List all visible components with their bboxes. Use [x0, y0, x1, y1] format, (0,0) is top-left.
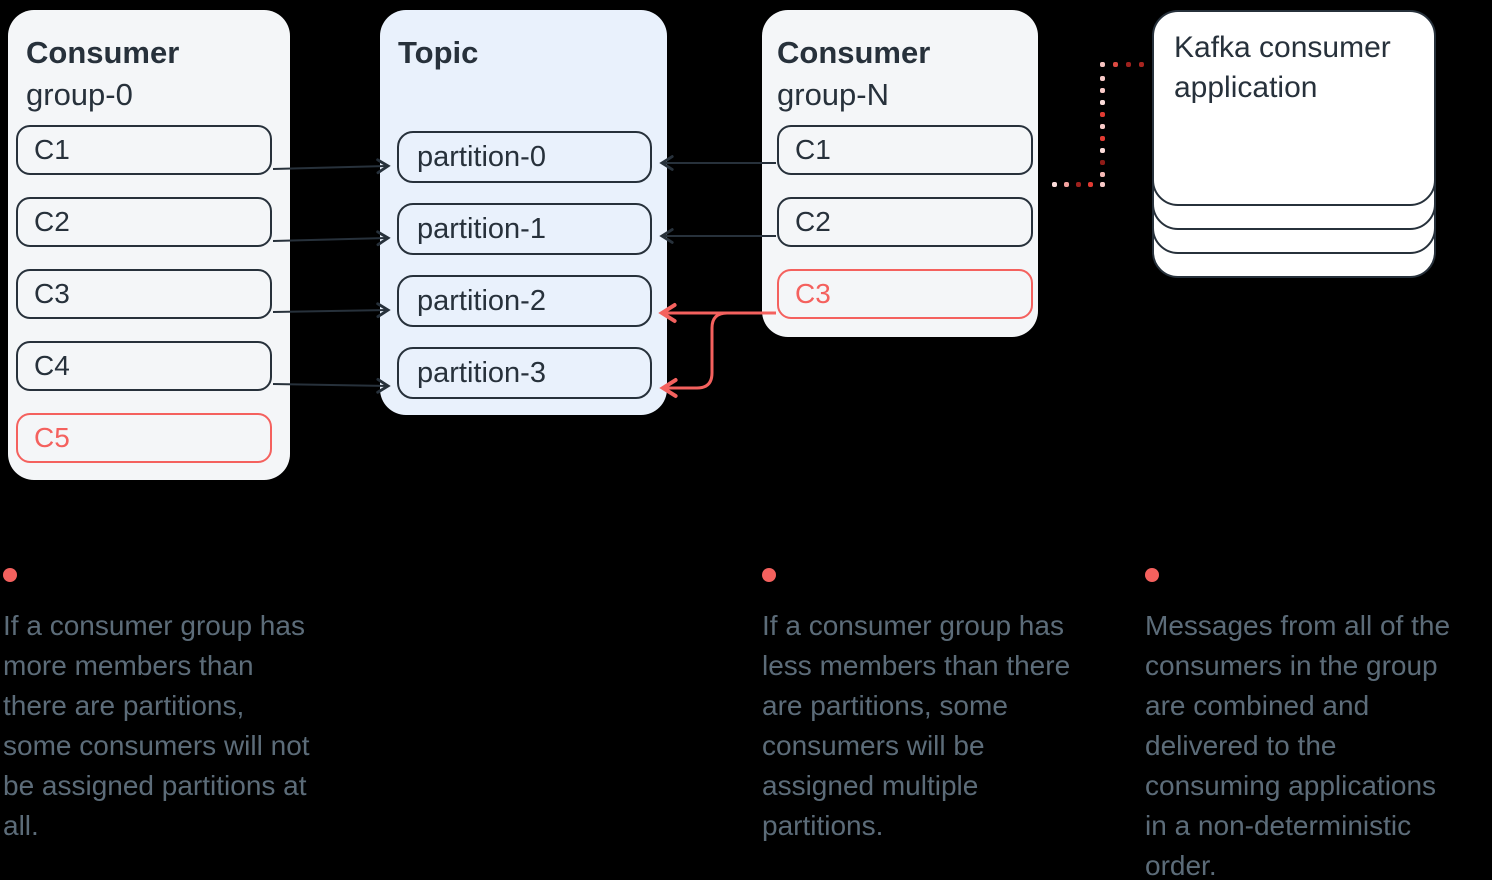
panel-title-sub: group-N [777, 77, 889, 112]
consumer-group-0-panel: Consumer group-0 C1 C2 C3 C4 C5 [8, 10, 290, 480]
panel-title-sub: group-0 [26, 77, 133, 112]
consumer-label: C2 [34, 206, 70, 237]
consumer-label: C3 [34, 278, 70, 309]
connector-dot [1100, 112, 1105, 117]
connector-dot [1052, 182, 1057, 187]
connector-dot [1113, 62, 1118, 67]
panel-title-bold: Consumer [26, 35, 180, 70]
group0-assignment-arrows [272, 158, 391, 394]
note-text: If a consumer group has less members tha… [762, 610, 1071, 841]
topic-title: Topic [398, 32, 478, 74]
connector-dot [1100, 182, 1105, 187]
kafka-application-card [1152, 10, 1436, 206]
consumer-group-n-title: Consumer group-N [777, 32, 930, 116]
consumer-box-n-c2: C2 [777, 197, 1033, 247]
consumer-label: C4 [34, 350, 70, 381]
consumer-label: C1 [795, 134, 831, 165]
groupn-c3-multi-assignment-arrows [658, 303, 776, 398]
consumer-label: C5 [34, 422, 70, 453]
partition-label: partition-3 [417, 356, 546, 389]
connector-dot [1100, 88, 1105, 93]
connector-dot [1100, 136, 1105, 141]
consumer-label: C3 [795, 278, 831, 309]
note-less-members: If a consumer group has less members tha… [762, 568, 1130, 846]
consumer-box-n-c1: C1 [777, 125, 1033, 175]
bullet-icon [1145, 568, 1159, 582]
bullet-icon [762, 568, 776, 582]
connector-dot [1100, 76, 1105, 81]
connector-dot [1100, 100, 1105, 105]
note-text: Messages from all of the consumers in th… [1145, 610, 1451, 880]
partition-box-1: partition-1 [397, 203, 652, 255]
consumer-box-n-c3-multi: C3 [777, 269, 1033, 319]
bullet-icon [3, 568, 17, 582]
partition-box-2: partition-2 [397, 275, 652, 327]
consumer-label: C1 [34, 134, 70, 165]
connector-dot [1100, 124, 1105, 129]
connector-dot [1100, 62, 1105, 67]
partition-box-3: partition-3 [397, 347, 652, 399]
consumer-box-c2: C2 [16, 197, 272, 247]
consumer-group-n-panel: Consumer group-N C1 C2 C3 [762, 10, 1038, 337]
panel-title-bold: Topic [398, 35, 479, 70]
connector-dot [1139, 62, 1144, 67]
connector-dot [1100, 172, 1105, 177]
consumer-group-0-title: Consumer group-0 [26, 32, 179, 116]
consumer-label: C2 [795, 206, 831, 237]
connector-dot [1088, 182, 1093, 187]
partition-label: partition-0 [417, 140, 546, 173]
consumer-box-c4: C4 [16, 341, 272, 391]
note-text: If a consumer group has more members tha… [3, 610, 310, 841]
connector-dot [1126, 62, 1131, 67]
connector-dot [1064, 182, 1069, 187]
note-combined-delivery: Messages from all of the consumers in th… [1145, 568, 1492, 880]
partition-box-0: partition-0 [397, 131, 652, 183]
partition-label: partition-2 [417, 284, 546, 317]
topic-panel: Topic partition-0 partition-1 partition-… [380, 10, 667, 415]
consumer-box-c3: C3 [16, 269, 272, 319]
connector-dot [1076, 182, 1081, 187]
consumer-box-c5-unassigned: C5 [16, 413, 272, 463]
panel-title-bold: Consumer [777, 35, 931, 70]
groupn-assignment-arrows [659, 155, 776, 244]
note-more-members: If a consumer group has more members tha… [3, 568, 371, 846]
consumer-box-c1: C1 [16, 125, 272, 175]
connector-dot [1100, 148, 1105, 153]
kafka-application-title: Kafka consumer application [1174, 31, 1391, 104]
kafka-consumer-application-stack: Kafka consumer application [1152, 10, 1436, 278]
partition-label: partition-1 [417, 212, 546, 245]
connector-dot [1100, 160, 1105, 165]
